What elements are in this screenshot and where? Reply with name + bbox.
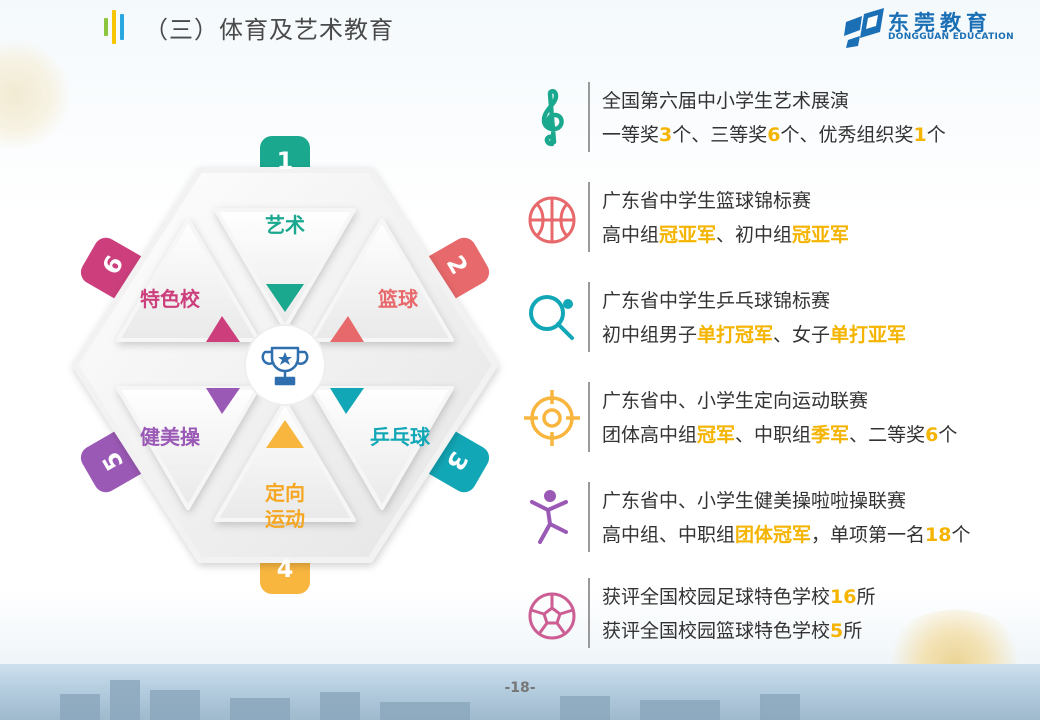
slide-title: （三）体育及艺术教育 [144, 16, 394, 44]
achievement-item-art: 全国第六届中小学生艺术展演 一等奖3个、三等奖6个、优秀组织奖1个 [520, 80, 1020, 160]
highlight-value: 冠军 [697, 424, 736, 446]
detail-text: 个 [926, 124, 946, 146]
crosshair-target-icon [524, 390, 580, 446]
achievement-title: 广东省中学生篮球锦标赛 [602, 186, 811, 213]
achievement-title-text: 广东省中学生篮球锦标赛 [602, 190, 812, 212]
segment-label-orienteering-text: 定向运动 [265, 481, 305, 531]
segment-label-basketball: 篮球 [378, 287, 418, 311]
hexagon-infographic: 艺术 篮球 乒乓球 定向运动 健美操 特色校 1 2 3 4 5 6 [50, 130, 520, 610]
highlight-value: 6 [925, 424, 939, 446]
achievement-item-orienteering: 广东省中、小学生定向运动联赛 团体高中组冠军、中职组季军、二等奖6个 [520, 380, 1020, 460]
highlight-value: 6 [767, 124, 781, 146]
achievement-title-text: 广东省中、小学生健美操啦啦操联赛 [602, 490, 907, 512]
achievement-title-text: 广东省中学生乒乓球锦标赛 [602, 290, 831, 312]
detail-text: 获评全国校园篮球特色学校 [602, 620, 831, 642]
trophy-icon [261, 346, 309, 386]
detail-text: 高中组 [602, 224, 660, 246]
detail-text: 初中组男子 [602, 324, 698, 346]
highlight-value: 5 [830, 620, 844, 642]
slide-header: （三）体育及艺术教育 东莞教育 DONGGUAN EDUCATION [0, 0, 1040, 52]
divider-line [588, 482, 590, 552]
detail-text: 、二等奖 [849, 424, 926, 446]
footer-cityscape-banner [0, 664, 1040, 720]
highlight-value: 18 [925, 524, 952, 546]
detail-text: 个、优秀组织奖 [780, 124, 914, 146]
page-number: -18- [504, 680, 536, 696]
cityscape-silhouette [60, 680, 800, 720]
detail-text: ，单项第一名 [811, 524, 926, 546]
soccer-ball-icon [528, 592, 576, 640]
treble-clef-icon [541, 89, 564, 147]
highlight-value: 16 [830, 586, 857, 608]
achievement-item-featured-school: 获评全国校园足球特色学校16所 获评全国校园篮球特色学校5所 [520, 576, 1020, 656]
highlight-value: 3 [659, 124, 673, 146]
achievement-detail: 获评全国校园篮球特色学校5所 [602, 616, 862, 643]
detail-text: 获评全国校园足球特色学校 [602, 586, 831, 608]
detail-text: 高中组、中职组 [602, 524, 736, 546]
segment-label-featured-school: 特色校 [140, 287, 200, 311]
segment-label-art: 艺术 [265, 213, 305, 237]
achievement-item-pingpong: 广东省中学生乒乓球锦标赛 初中组男子单打冠军、女子单打亚军 [520, 280, 1020, 360]
detail-text: 、初中组 [716, 224, 793, 246]
dancer-icon [530, 490, 568, 544]
logo-mark-icon [844, 8, 884, 48]
divider-line [588, 182, 590, 252]
dongguan-education-logo: 东莞教育 DONGGUAN EDUCATION [842, 6, 1032, 48]
hexagon-graphic [72, 136, 498, 594]
segment-label-aerobics: 健美操 [140, 425, 200, 449]
segment-label-orienteering: 定向运动 [245, 480, 325, 532]
achievement-item-aerobics: 广东省中、小学生健美操啦啦操联赛 高中组、中职组团体冠军，单项第一名18个 [520, 480, 1020, 560]
achievement-title: 广东省中、小学生健美操啦啦操联赛 [602, 486, 906, 513]
highlight-value: 单打冠军 [697, 324, 774, 346]
achievement-title-text: 广东省中、小学生定向运动联赛 [602, 390, 869, 412]
segment-number-1: 1 [276, 147, 294, 175]
highlight-value: 团体冠军 [735, 524, 812, 546]
detail-text: 所 [856, 586, 876, 608]
detail-text: 个 [938, 424, 958, 446]
achievement-title: 全国第六届中小学生艺术展演 [602, 86, 849, 113]
highlight-value: 冠亚军 [792, 224, 850, 246]
logo-title: 东莞教育 [888, 11, 992, 35]
logo-subtitle: DONGGUAN EDUCATION [888, 32, 1014, 42]
highlight-value: 季军 [811, 424, 850, 446]
achievement-title: 广东省中、小学生定向运动联赛 [602, 386, 868, 413]
achievement-detail: 团体高中组冠军、中职组季军、二等奖6个 [602, 420, 957, 447]
achievement-title-text: 全国第六届中小学生艺术展演 [602, 90, 850, 112]
detail-text: 个、三等奖 [672, 124, 768, 146]
achievement-title: 广东省中学生乒乓球锦标赛 [602, 286, 830, 313]
detail-text: 一等奖 [602, 124, 660, 146]
achievement-item-basketball: 广东省中学生篮球锦标赛 高中组冠亚军、初中组冠亚军 [520, 180, 1020, 260]
segment-number-4: 4 [276, 555, 294, 583]
title-accent-bars [104, 10, 128, 44]
achievement-detail: 获评全国校园足球特色学校16所 [602, 582, 875, 609]
detail-text: 团体高中组 [602, 424, 698, 446]
divider-line [588, 578, 590, 648]
achievement-detail: 高中组冠亚军、初中组冠亚军 [602, 220, 849, 247]
divider-line [588, 282, 590, 352]
highlight-value: 冠亚军 [659, 224, 717, 246]
divider-line [588, 382, 590, 452]
detail-text: 所 [843, 620, 863, 642]
detail-text: 个 [951, 524, 971, 546]
detail-text: 、女子 [773, 324, 831, 346]
achievement-detail: 一等奖3个、三等奖6个、优秀组织奖1个 [602, 120, 946, 147]
segment-label-pingpong: 乒乓球 [370, 425, 430, 449]
highlight-value: 单打亚军 [830, 324, 907, 346]
detail-text: 、中职组 [735, 424, 812, 446]
divider-line [588, 82, 590, 152]
highlight-value: 1 [913, 124, 927, 146]
ping-pong-paddle-icon [529, 295, 574, 340]
basketball-icon [528, 196, 576, 244]
achievement-detail: 高中组、中职组团体冠军，单项第一名18个 [602, 520, 971, 547]
achievement-detail: 初中组男子单打冠军、女子单打亚军 [602, 320, 906, 347]
